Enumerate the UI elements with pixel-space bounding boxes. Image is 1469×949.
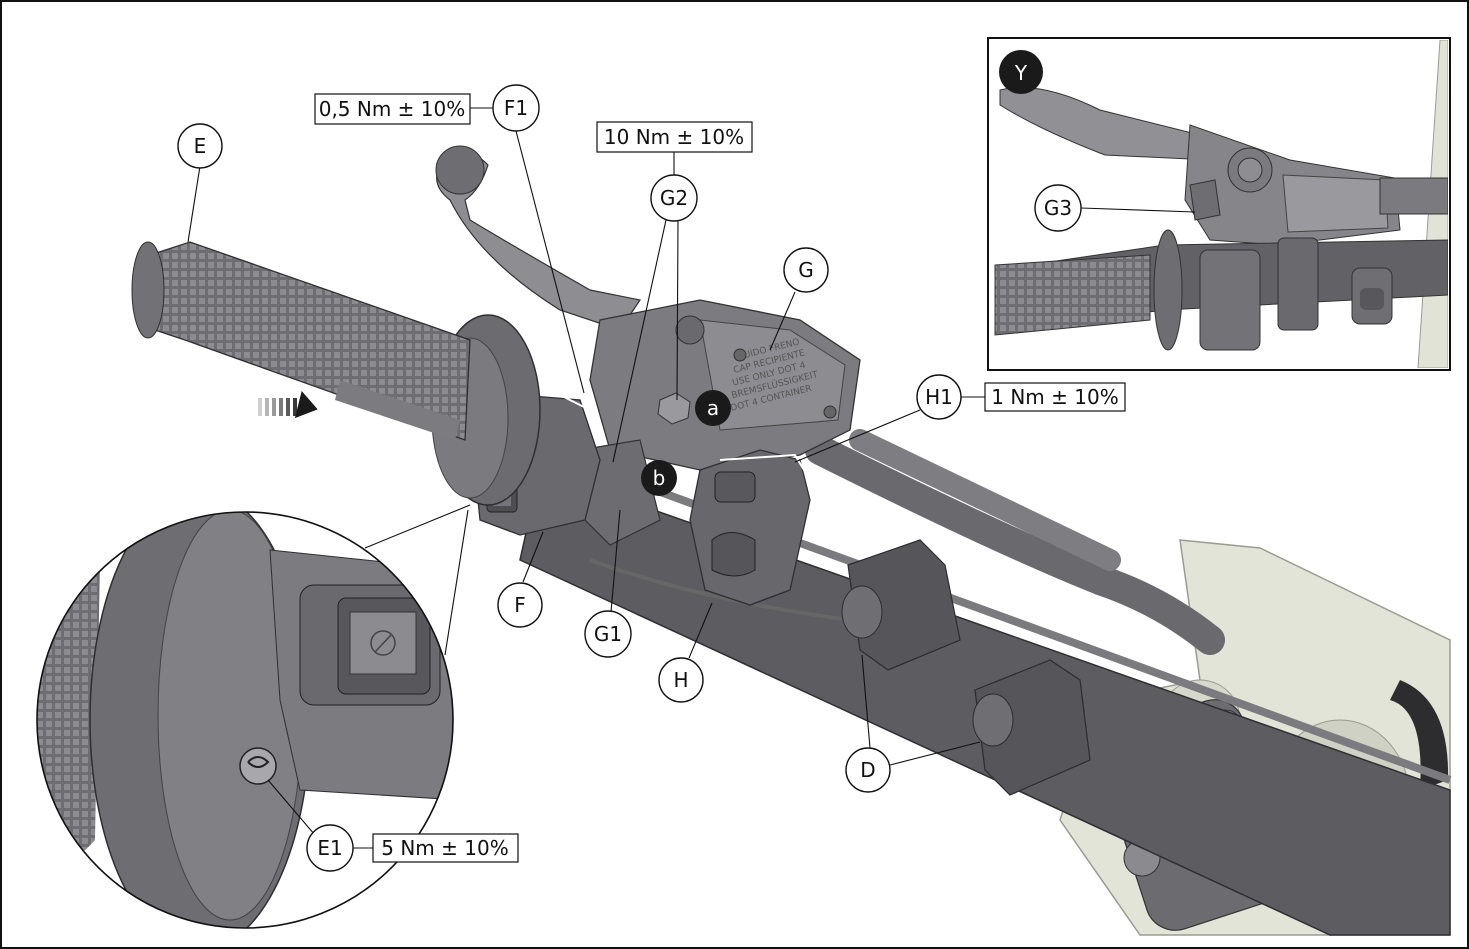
callout-f: F: [497, 582, 543, 628]
torque-box-g2: 10 Nm ± 10%: [596, 121, 753, 153]
push-direction-arrow: [258, 390, 318, 419]
marker-y-label: Y: [1014, 61, 1028, 85]
callout-f1-label: F1: [504, 96, 528, 120]
callout-h1: H1: [916, 374, 962, 420]
callout-g3: G3: [1034, 184, 1082, 232]
callout-g1: G1: [584, 610, 632, 658]
callout-g: G: [783, 247, 829, 293]
cable-strap-2: [972, 659, 1091, 796]
torque-g2-text: 10 Nm ± 10%: [604, 125, 744, 149]
callout-d-label: D: [860, 758, 875, 782]
callout-e1: E1: [306, 824, 354, 872]
callout-e: E: [177, 123, 223, 169]
torque-box-h1: 1 Nm ± 10%: [984, 382, 1126, 412]
marker-a: a: [695, 390, 731, 426]
callout-e-label: E: [194, 134, 207, 158]
detail-magnifier: [36, 504, 471, 929]
brake-hose: [805, 435, 1225, 655]
torque-f1-text: 0,5 Nm ± 10%: [319, 97, 466, 121]
torque-h1-text: 1 Nm ± 10%: [991, 385, 1118, 409]
callout-e1-label: E1: [317, 836, 342, 860]
marker-y: Y: [999, 50, 1043, 94]
callout-g3-label: G3: [1044, 196, 1072, 220]
handlebar-illustration: FLUIDO FRENO CAP RECIPIENTE USE ONLY DOT…: [131, 145, 1452, 936]
inset-view-y: [987, 37, 1451, 371]
callout-g-label: G: [798, 258, 814, 282]
marker-b: b: [641, 460, 677, 496]
callout-g2: G2: [650, 174, 698, 222]
grip: [131, 241, 471, 441]
torque-box-e1: 5 Nm ± 10%: [372, 833, 519, 863]
callout-f-label: F: [514, 593, 526, 617]
callout-g2-label: G2: [660, 186, 688, 210]
marker-a-label: a: [707, 396, 719, 420]
cable-strap-1: [841, 539, 961, 671]
callout-h-label: H: [673, 668, 688, 692]
callout-g1-label: G1: [594, 622, 622, 646]
callout-h1-label: H1: [925, 385, 953, 409]
callout-f1: F1: [492, 84, 540, 132]
torque-e1-text: 5 Nm ± 10%: [381, 836, 508, 860]
callout-d: D: [845, 747, 891, 793]
callout-h: H: [658, 657, 704, 703]
leader-lines: [187, 107, 1196, 849]
torque-box-f1: 0,5 Nm ± 10%: [314, 93, 471, 125]
marker-b-label: b: [653, 466, 666, 490]
